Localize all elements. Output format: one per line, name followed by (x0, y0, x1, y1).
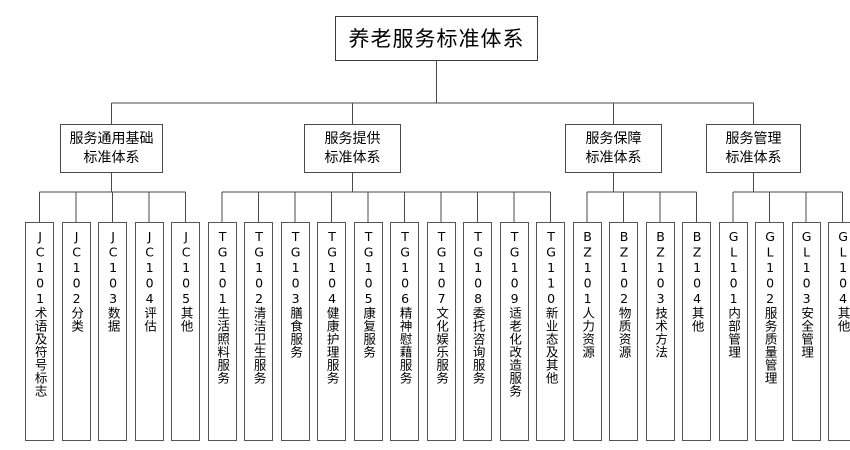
root-node-label: 养老服务标准体系 (348, 26, 525, 51)
leaf-node-label: JC103数据 (105, 229, 121, 333)
leaf-node-label: GL102服务质量管理 (762, 229, 778, 385)
leaf-node-label: GL101内部管理 (726, 229, 742, 359)
leaf-node-label: BZ103技术方法 (653, 229, 669, 359)
leaf-node-label: TG105康复服务 (361, 229, 377, 359)
leaf-node-jc104[interactable]: JC104评估 (134, 222, 164, 441)
leaf-node-label: TG104健康护理服务 (324, 229, 340, 385)
leaf-node-label: TG102清洁卫生服务 (251, 229, 267, 385)
leaf-node-jc103[interactable]: JC103数据 (98, 222, 127, 441)
branch-node-bz[interactable]: 服务保障 标准体系 (565, 124, 662, 173)
leaf-node-tg109[interactable]: TG109适老化改造服务 (499, 222, 529, 441)
leaf-node-label: BZ104其他 (689, 229, 705, 333)
leaf-node-label: TG108委托咨询服务 (470, 229, 486, 385)
leaf-node-label: JC102分类 (69, 229, 85, 333)
leaf-node-gl103[interactable]: GL103安全管理 (791, 222, 821, 441)
leaf-node-label: BZ101人力资源 (580, 229, 596, 359)
leaf-node-tg108[interactable]: TG108委托咨询服务 (463, 222, 492, 441)
leaf-node-label: GL104其他 (835, 229, 850, 333)
leaf-node-jc101[interactable]: JC101术语及符号标志 (25, 222, 54, 441)
leaf-node-tg101[interactable]: TG101生活照料服务 (207, 222, 237, 441)
leaf-node-bz101[interactable]: BZ101人力资源 (572, 222, 602, 441)
branch-node-tg-label: 服务提供 标准体系 (324, 130, 381, 166)
leaf-node-bz103[interactable]: BZ103技术方法 (645, 222, 675, 441)
leaf-node-label: TG103膳食服务 (288, 229, 304, 359)
branch-node-jc-label: 服务通用基础 标准体系 (69, 130, 154, 166)
leaf-node-label: BZ102物质资源 (616, 229, 632, 359)
leaf-node-tg107[interactable]: TG107文化娱乐服务 (426, 222, 456, 441)
leaf-node-label: GL103安全管理 (799, 229, 815, 359)
leaf-node-tg103[interactable]: TG103膳食服务 (280, 222, 310, 441)
leaf-node-tg104[interactable]: TG104健康护理服务 (317, 222, 346, 441)
leaf-node-label: JC104评估 (142, 229, 158, 333)
leaf-node-gl104[interactable]: GL104其他 (828, 222, 850, 441)
leaf-node-tg106[interactable]: TG106精神慰藉服务 (390, 222, 419, 441)
leaf-node-label: TG107文化娱乐服务 (434, 229, 450, 385)
branch-node-gl-label: 服务管理 标准体系 (725, 130, 782, 166)
leaf-node-jc105[interactable]: JC105其他 (171, 222, 200, 441)
root-node[interactable]: 养老服务标准体系 (335, 16, 538, 61)
leaf-node-label: TG110新业态及其他 (543, 229, 559, 385)
leaf-node-tg110[interactable]: TG110新业态及其他 (536, 222, 565, 441)
leaf-node-label: JC105其他 (178, 229, 194, 333)
branch-node-gl[interactable]: 服务管理 标准体系 (706, 124, 801, 173)
branch-node-bz-label: 服务保障 标准体系 (585, 130, 642, 166)
leaf-node-label: JC101术语及符号标志 (32, 229, 48, 398)
leaf-node-label: TG109适老化改造服务 (507, 229, 523, 398)
leaf-node-label: TG101生活照料服务 (215, 229, 231, 385)
branch-node-tg[interactable]: 服务提供 标准体系 (304, 124, 401, 173)
leaf-node-label: TG106精神慰藉服务 (397, 229, 413, 385)
leaf-node-gl101[interactable]: GL101内部管理 (718, 222, 748, 441)
leaf-node-tg102[interactable]: TG102清洁卫生服务 (244, 222, 273, 441)
leaf-node-bz102[interactable]: BZ102物质资源 (609, 222, 638, 441)
leaf-node-jc102[interactable]: JC102分类 (61, 222, 91, 441)
leaf-node-tg105[interactable]: TG105康复服务 (353, 222, 383, 441)
branch-node-jc[interactable]: 服务通用基础 标准体系 (60, 124, 163, 173)
leaf-node-gl102[interactable]: GL102服务质量管理 (755, 222, 784, 441)
leaf-node-bz104[interactable]: BZ104其他 (682, 222, 711, 441)
